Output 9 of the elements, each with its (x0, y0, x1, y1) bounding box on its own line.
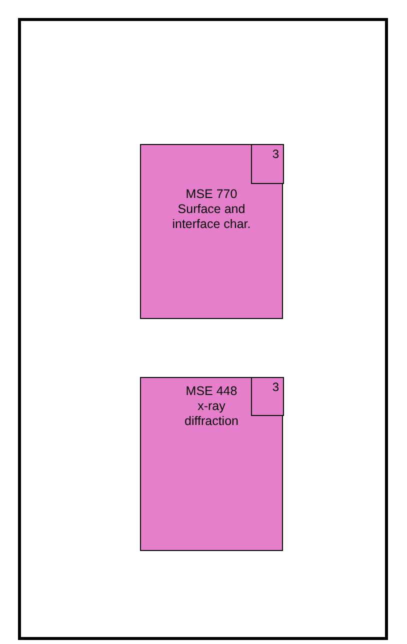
credit-box (251, 144, 284, 184)
credit-box (251, 376, 284, 416)
credit-number: 3 (272, 380, 279, 394)
course-box (140, 144, 283, 319)
frame-box (18, 18, 388, 640)
credit-number: 3 (272, 146, 279, 160)
course-label: MSE 770 Surface and interface char. (171, 187, 252, 232)
course-box (140, 377, 283, 551)
course-label: MSE 448 x-ray diffraction (184, 384, 240, 429)
